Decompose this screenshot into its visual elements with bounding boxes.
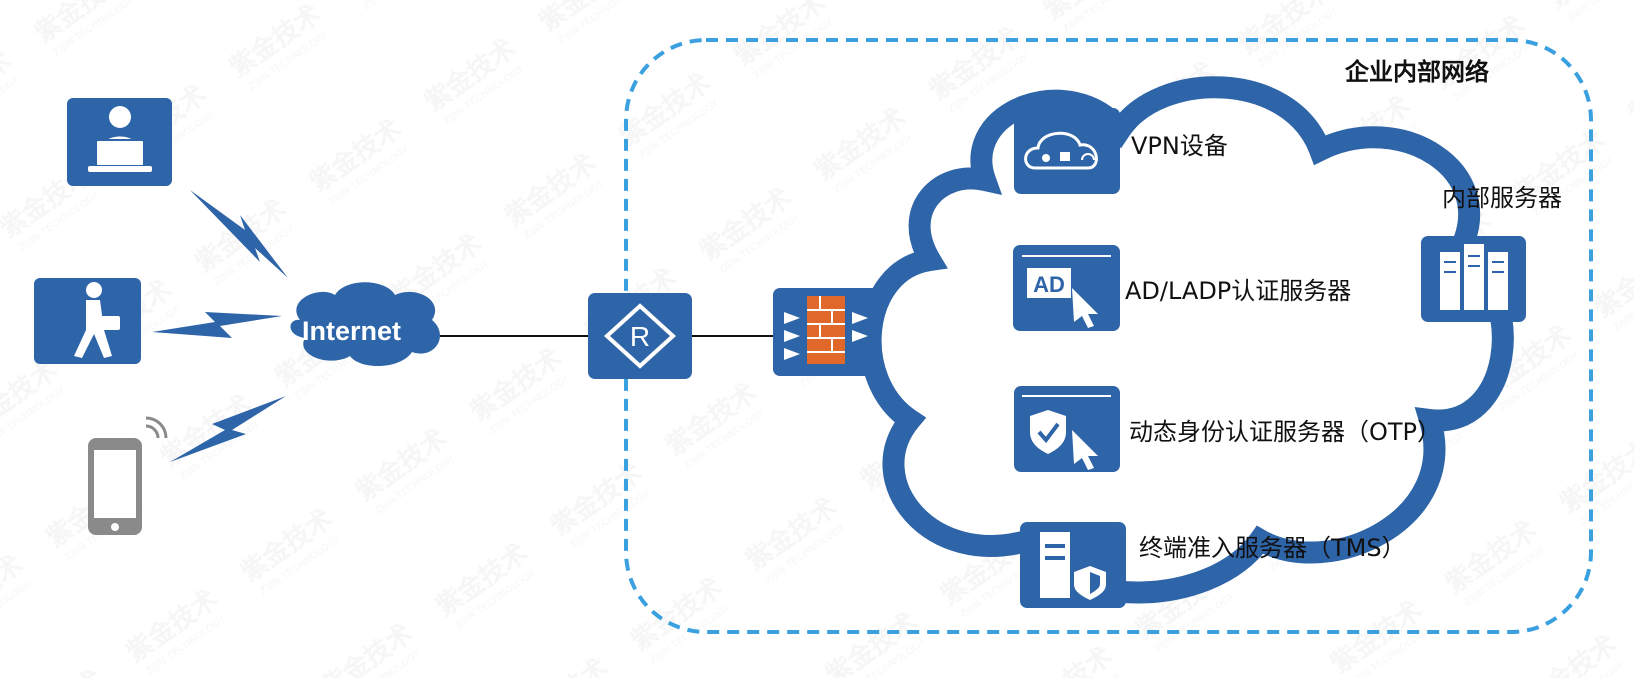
internet-label: Internet bbox=[302, 316, 402, 346]
internet-cloud bbox=[290, 282, 440, 367]
vpn-device-label: VPN设备 bbox=[1131, 132, 1228, 160]
wireless-bolt-2 bbox=[152, 312, 282, 338]
svg-text:R: R bbox=[630, 321, 650, 352]
svg-text:AD: AD bbox=[1033, 272, 1065, 297]
router-icon: R bbox=[588, 293, 692, 379]
tms-server-icon bbox=[1020, 522, 1126, 608]
firewall-icon bbox=[773, 288, 879, 376]
ad-auth-icon: AD bbox=[1013, 245, 1120, 331]
vpn-cloud-icon bbox=[1014, 108, 1120, 194]
wireless-bolt-1 bbox=[190, 190, 288, 278]
enterprise-zone-label: 企业内部网络 bbox=[1345, 58, 1489, 86]
tms-server-label: 终端准入服务器（TMS） bbox=[1139, 534, 1406, 562]
mobile-worker-icon bbox=[34, 278, 141, 364]
laptop-user-icon bbox=[67, 98, 172, 186]
internal-server-label: 内部服务器 bbox=[1442, 184, 1562, 212]
otp-shield-icon bbox=[1014, 386, 1120, 472]
server-rack-icon bbox=[1421, 236, 1526, 322]
otp-server-label: 动态身份认证服务器（OTP） bbox=[1129, 418, 1442, 446]
ad-server-label: AD/LADP认证服务器 bbox=[1125, 277, 1352, 305]
enterprise-zone-boundary bbox=[624, 38, 1593, 634]
wireless-bolt-3 bbox=[170, 396, 286, 462]
smartphone-icon bbox=[88, 416, 168, 535]
